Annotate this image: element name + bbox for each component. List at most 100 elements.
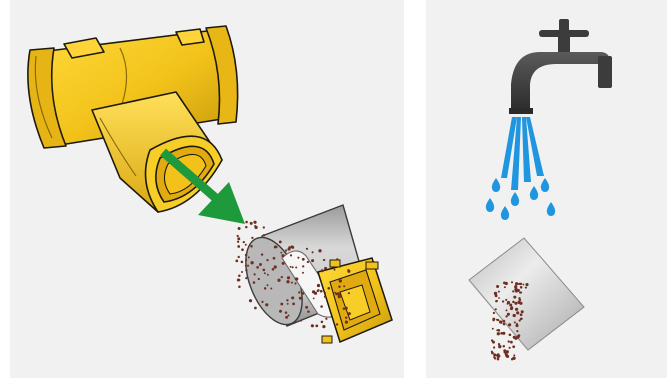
debris-particle	[251, 237, 253, 239]
debris-particle	[497, 332, 500, 335]
debris-particle	[509, 333, 512, 336]
debris-particle	[259, 263, 262, 266]
debris-particle	[267, 274, 269, 276]
debris-particle	[317, 289, 319, 291]
debris-particle	[499, 320, 502, 323]
debris-particle	[313, 297, 315, 299]
debris-particle	[256, 266, 259, 269]
debris-particle	[287, 248, 290, 251]
debris-particle	[491, 351, 493, 353]
debris-particle	[493, 353, 496, 356]
debris-particle	[286, 280, 289, 283]
debris-particle	[315, 325, 318, 328]
debris-particle	[312, 251, 314, 253]
debris-particle	[254, 273, 256, 275]
debris-particle	[250, 245, 253, 248]
debris-particle	[266, 259, 268, 261]
debris-particle	[282, 262, 285, 265]
debris-particle	[498, 291, 500, 293]
debris-particle	[495, 308, 497, 310]
debris-particle	[525, 287, 527, 289]
debris-particle	[496, 319, 498, 321]
debris-particle	[302, 292, 305, 295]
debris-particle	[266, 284, 268, 286]
debris-particle	[517, 289, 520, 292]
debris-particle	[508, 323, 511, 326]
debris-particle	[294, 282, 296, 284]
debris-particle	[516, 323, 518, 325]
debris-particle	[336, 258, 338, 260]
debris-particle	[245, 226, 247, 228]
debris-particle	[290, 266, 292, 268]
debris-particle	[237, 237, 240, 240]
debris-particle	[295, 277, 298, 280]
debris-particle	[261, 253, 263, 255]
debris-particle	[265, 303, 268, 306]
debris-particle	[515, 282, 518, 285]
debris-particle	[494, 292, 497, 295]
debris-particle	[307, 310, 310, 313]
debris-particle	[250, 261, 253, 264]
debris-particle	[241, 261, 244, 264]
debris-particle	[503, 323, 505, 325]
debris-particle	[492, 341, 495, 344]
debris-particle	[498, 297, 500, 299]
debris-particle	[507, 313, 510, 316]
debris-particle	[305, 306, 308, 309]
debris-particle	[514, 285, 517, 288]
debris-particle	[264, 272, 266, 274]
debris-particle	[280, 303, 283, 306]
debris-particle	[245, 265, 247, 267]
debris-particle	[520, 313, 523, 316]
debris-particle	[505, 315, 507, 317]
debris-particle	[519, 302, 522, 305]
debris-particle	[521, 310, 524, 313]
debris-particle	[502, 320, 505, 323]
debris-particle	[338, 295, 341, 298]
debris-particle	[279, 310, 282, 313]
debris-particle	[522, 283, 524, 285]
debris-particle	[514, 321, 516, 323]
debris-particle	[506, 350, 509, 353]
debris-particle	[514, 337, 517, 340]
debris-particle	[290, 254, 292, 256]
debris-particle	[245, 244, 247, 246]
debris-particle	[512, 290, 514, 292]
debris-particle	[291, 296, 294, 299]
debris-particle	[323, 259, 325, 261]
debris-particle	[272, 268, 275, 271]
debris-particle	[335, 292, 338, 295]
debris-particle	[291, 282, 293, 284]
debris-particle	[516, 311, 519, 314]
debris-particle	[298, 291, 300, 293]
debris-particle	[273, 257, 276, 260]
debris-particle	[238, 256, 240, 258]
water-drop-icon	[547, 202, 555, 216]
debris-particle	[281, 254, 284, 257]
debris-particle	[493, 346, 495, 348]
debris-particle	[261, 301, 263, 303]
debris-particle	[322, 325, 325, 328]
debris-particle	[262, 269, 265, 272]
debris-particle	[320, 305, 323, 308]
debris-particle	[324, 296, 326, 298]
debris-particle	[494, 357, 496, 359]
debris-particle	[243, 241, 245, 243]
debris-particle	[254, 307, 257, 310]
debris-particle	[502, 332, 505, 335]
debris-particle	[237, 241, 239, 243]
debris-particle	[321, 321, 324, 324]
debris-particle	[245, 254, 248, 257]
debris-particle	[238, 286, 241, 289]
debris-particle	[292, 303, 295, 306]
water-drop-icon	[511, 192, 519, 206]
debris-particle	[302, 265, 304, 267]
debris-particle	[238, 274, 241, 277]
water-drop-icon	[492, 178, 500, 192]
debris-particle	[285, 316, 288, 319]
debris-particle	[245, 269, 247, 271]
debris-particle	[241, 271, 243, 273]
debris-particle	[495, 300, 497, 302]
